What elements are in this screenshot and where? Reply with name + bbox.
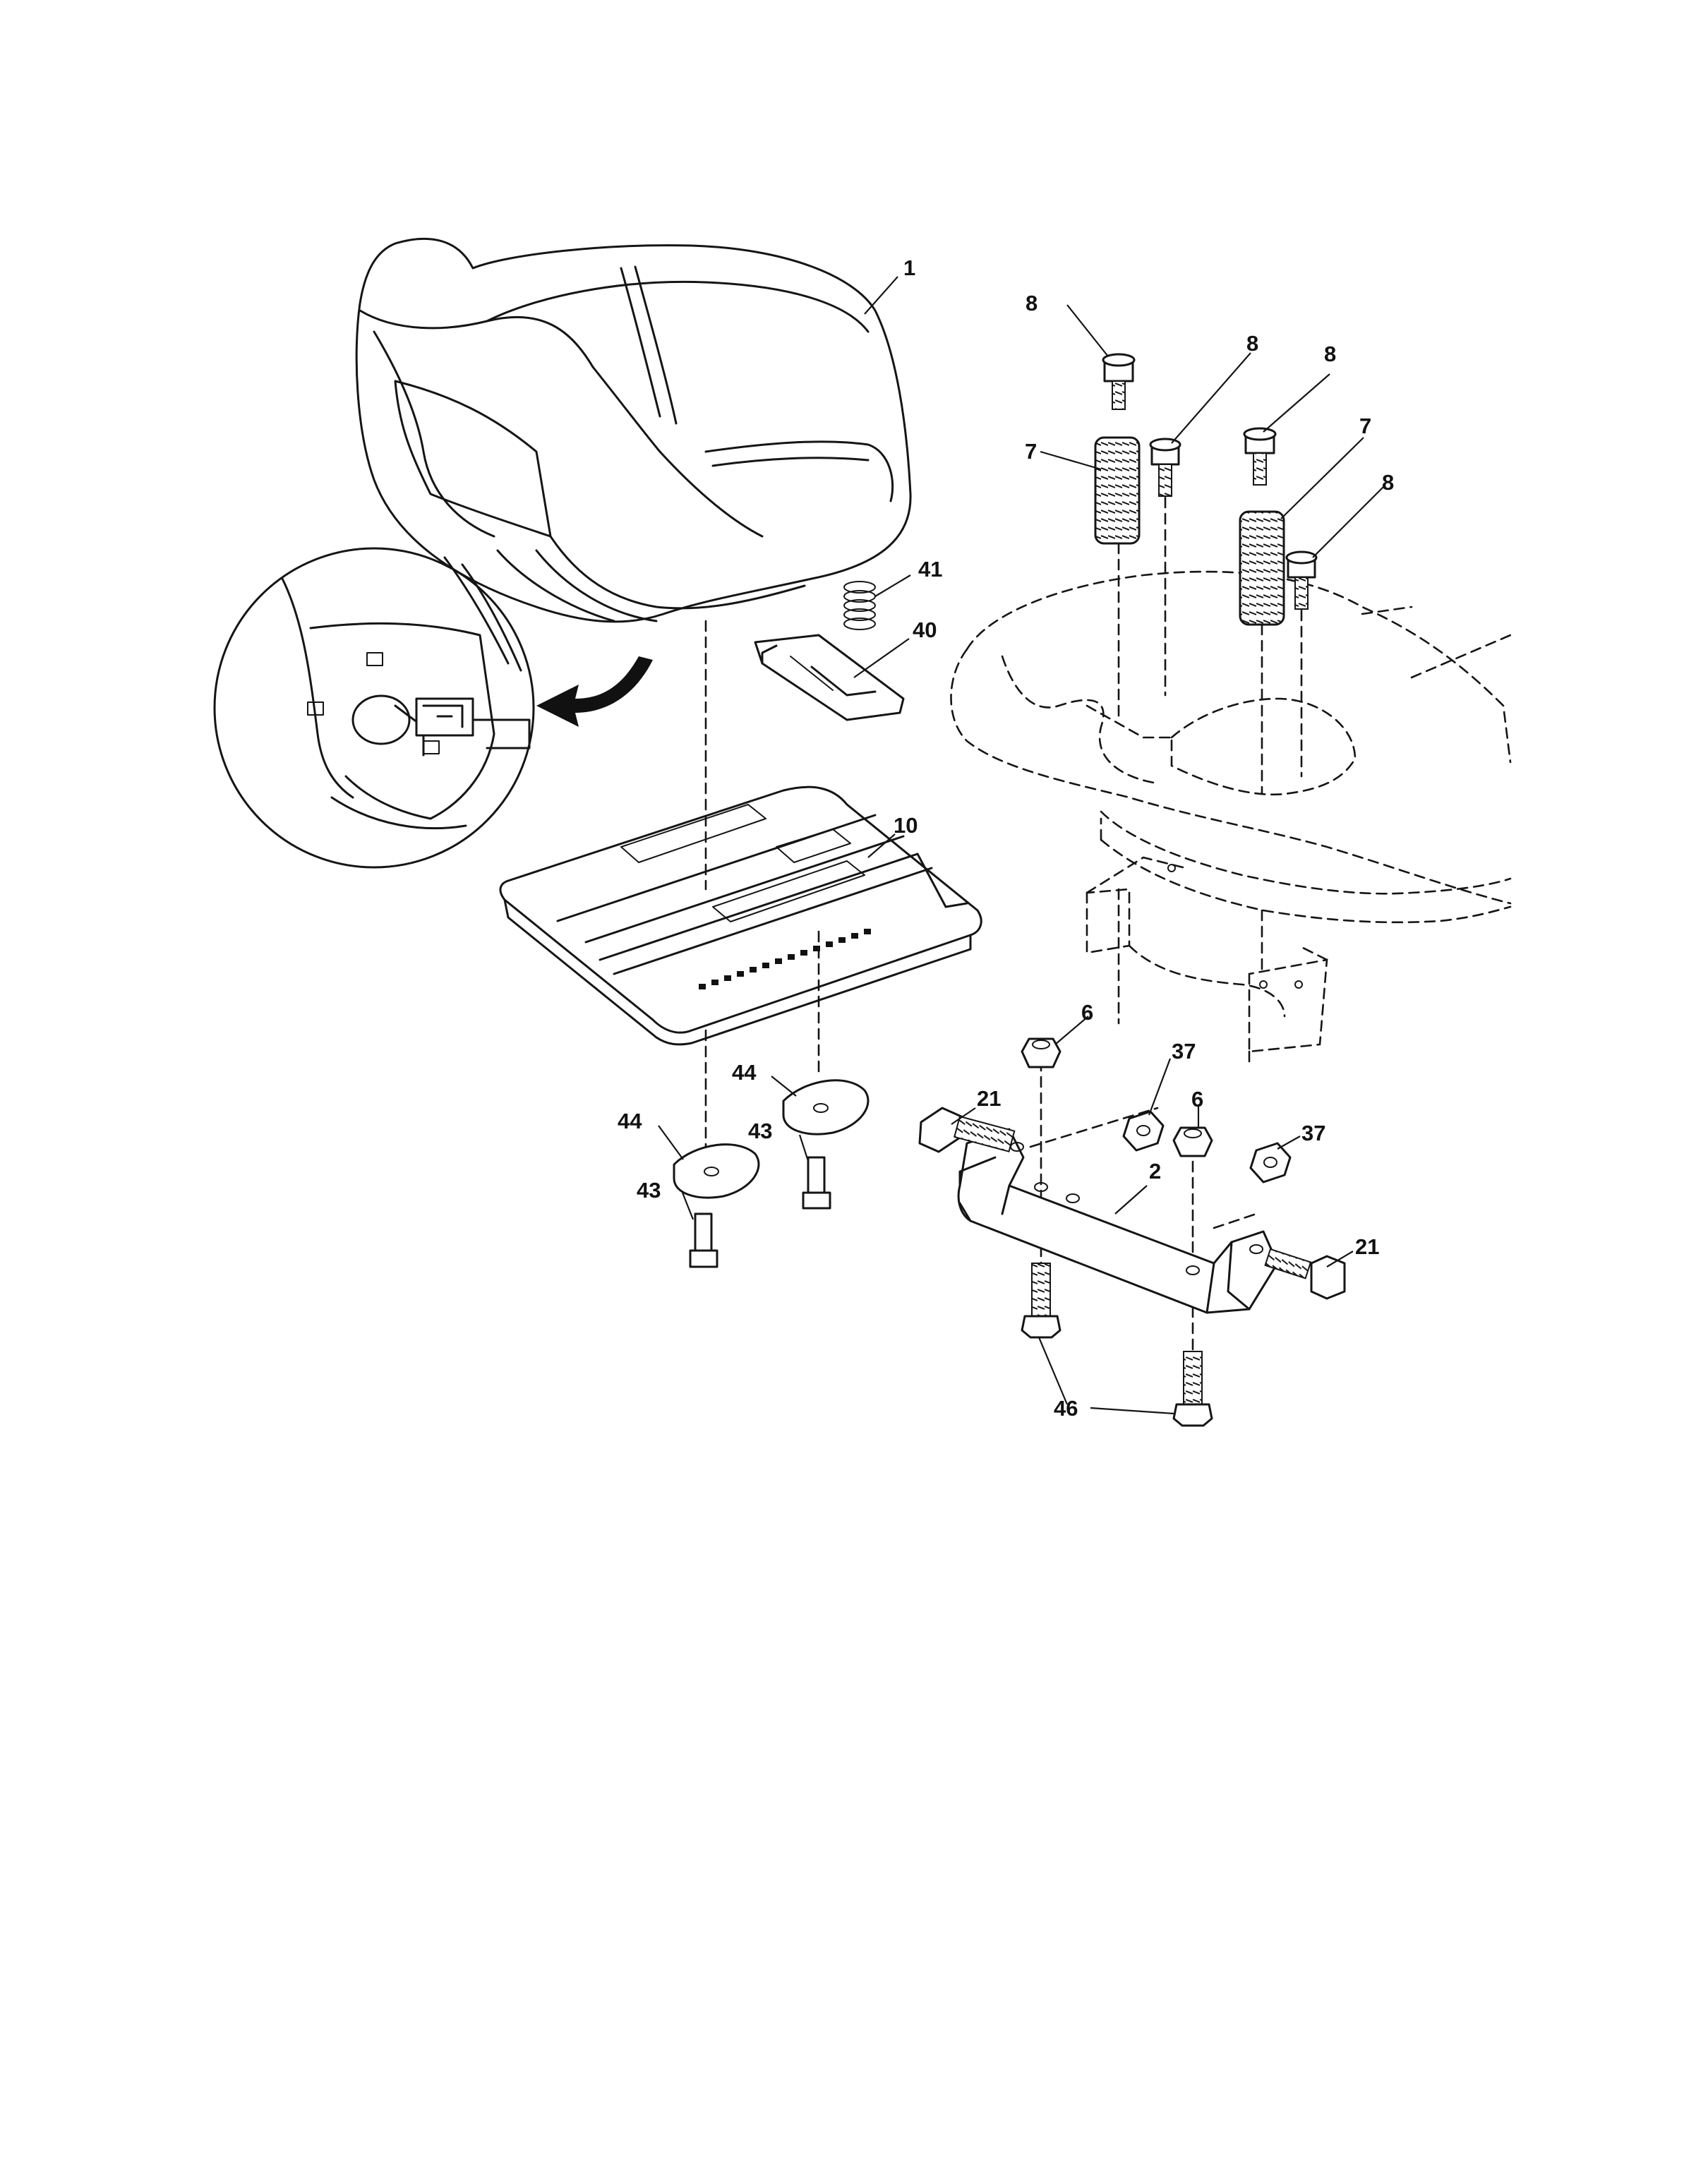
part-10-seat-pan [499, 785, 982, 1046]
part-44-washer-lower [673, 1143, 760, 1199]
part-8-bolt-c [1243, 427, 1277, 486]
part-37-locknut-right [1249, 1142, 1292, 1184]
part-46-bolt-right [1172, 1351, 1213, 1427]
callout-21-a: 21 [977, 1086, 1001, 1111]
callout-1: 1 [903, 255, 915, 280]
callout-2: 2 [1149, 1159, 1161, 1184]
callout-7-a: 7 [1025, 439, 1037, 464]
adjustment-slots [699, 929, 871, 989]
callout-8-d: 8 [1382, 470, 1394, 495]
callout-44-b: 44 [618, 1109, 642, 1133]
part-21-bolt-right [1264, 1248, 1346, 1300]
leader-lines [658, 276, 1384, 1415]
part-2-mounting-bracket [957, 1107, 1279, 1314]
chassis-frame-dashed [950, 570, 1512, 924]
callout-21-b: 21 [1355, 1234, 1379, 1259]
callout-7-b: 7 [1359, 414, 1371, 438]
part-6-nut-right [1172, 1126, 1213, 1157]
callout-10: 10 [894, 813, 918, 838]
callout-43-a: 43 [748, 1119, 772, 1143]
seat [355, 238, 912, 623]
part-6-nut-left [1021, 1037, 1062, 1068]
part-40-bracket [754, 634, 905, 721]
callout-8-a: 8 [1026, 291, 1038, 315]
part-8-bolt-d [1285, 550, 1318, 610]
part-44-washer-upper [782, 1079, 870, 1136]
callout-40: 40 [913, 618, 937, 642]
callout-6-a: 6 [1081, 1000, 1093, 1025]
callout-8-b: 8 [1246, 331, 1258, 356]
part-21-bolt-left [918, 1107, 1016, 1153]
callout-46: 46 [1054, 1396, 1078, 1421]
frame-brackets-dashed [1085, 856, 1328, 1067]
part-7-spring-right [1239, 510, 1285, 626]
part-46-bolt-left [1021, 1263, 1062, 1339]
callout-41: 41 [918, 557, 942, 582]
callout-8-c: 8 [1324, 342, 1336, 366]
callout-37-a: 37 [1172, 1039, 1196, 1064]
callout-43-b: 43 [637, 1178, 661, 1203]
detail-inset [213, 547, 653, 869]
part-41-spring [843, 581, 876, 630]
part-43-bolt-lower [689, 1212, 718, 1268]
callout-44-a: 44 [732, 1060, 757, 1085]
callout-37-b: 37 [1301, 1121, 1325, 1145]
part-8-bolt-a [1102, 353, 1136, 410]
part-7-spring-left [1094, 436, 1141, 545]
part-43-bolt-upper [802, 1156, 831, 1210]
callout-6-b: 6 [1191, 1087, 1203, 1112]
part-8-bolt-b [1149, 438, 1181, 497]
